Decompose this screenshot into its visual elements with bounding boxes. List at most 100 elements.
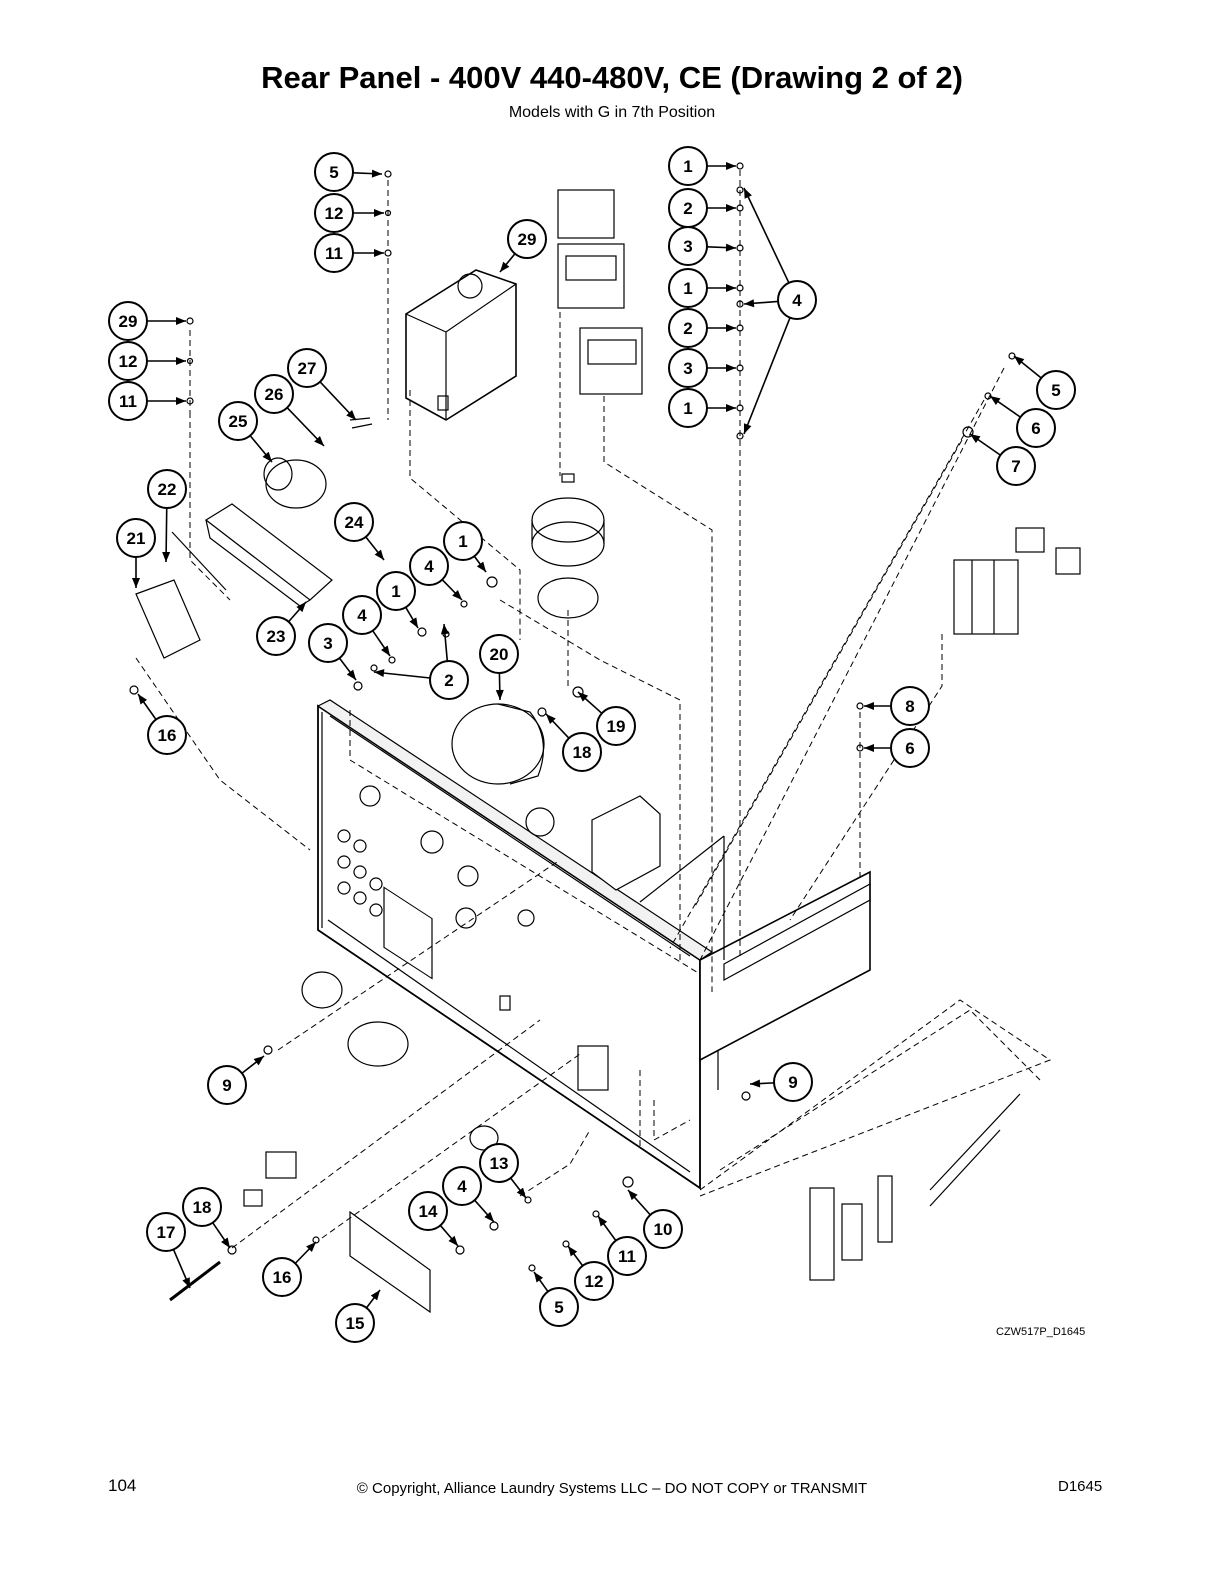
callout-arrowhead [440,624,449,635]
callout-11: 11 [597,1215,647,1276]
callout-balloon [890,728,930,768]
callout-arrowhead [409,617,418,628]
callout-number: 5 [554,1298,563,1317]
callout-arrowhead [162,551,171,562]
callout-arrowhead [253,1056,264,1066]
callout-number: 15 [346,1314,365,1333]
callout-number: 18 [193,1198,212,1217]
callout-arrowhead [484,1211,494,1222]
callout-arrowhead [500,261,510,272]
callout-1: 1 [376,571,419,629]
callout-balloon [777,280,817,320]
callout-arrowhead [516,1187,526,1198]
callout-6: 6 [989,395,1056,448]
callout-balloon [308,623,348,663]
dashed-leader-lines [135,170,1052,1249]
callout-balloon [562,732,602,772]
callout-arrowhead [176,397,186,405]
callout-balloon [539,1287,579,1327]
callout-balloon [668,268,708,308]
callout-arrowhead [346,409,356,420]
callout-arrowhead [864,702,874,710]
callout-9: 9 [749,1062,813,1102]
cable-gland [301,971,499,1151]
callout-balloon [314,193,354,233]
callout-18: 18 [545,713,602,772]
callout-number: 24 [345,513,364,532]
callout-balloon [479,634,519,674]
callout-arrowhead [578,692,589,702]
callout-balloon [254,374,294,414]
callout-arrowhead [138,694,148,705]
callout-26: 26 [254,374,325,447]
callout-19: 19 [577,691,636,746]
callout-arrowhead [750,1079,761,1088]
callout-arrowhead [448,1235,458,1246]
callout-balloon [108,301,148,341]
callout-21: 21 [116,518,156,588]
callout-11: 11 [108,381,186,421]
callout-number: 1 [683,399,692,418]
callout-leader [743,317,791,435]
callout-number: 12 [325,204,344,223]
callout-arrowhead [726,284,736,292]
callout-balloon [773,1062,813,1102]
callout-balloon [146,1212,186,1252]
callout-4: 4 [743,187,817,435]
callout-number: 12 [585,1272,604,1291]
callout-10: 10 [627,1189,683,1249]
callout-balloon [409,546,449,586]
callout-arrowhead [262,451,272,462]
callout-balloon [334,502,374,542]
callout-7: 7 [969,433,1036,486]
callout-number: 5 [1051,381,1060,400]
callout-number: 2 [444,671,453,690]
callout-22: 22 [147,469,187,563]
rod-17 [169,1260,221,1302]
callout-arrowhead [628,1190,638,1201]
callout-number: 1 [683,279,692,298]
callout-3: 3 [308,623,357,681]
callout-arrowhead [568,1246,578,1257]
callout-balloon [218,401,258,441]
callout-13: 13 [479,1143,527,1199]
part-drawings [129,162,1081,1314]
callout-29: 29 [108,301,186,341]
sensor-assembly [809,1093,1021,1281]
callout-number: 1 [683,157,692,176]
callout-arrowhead [726,204,736,212]
callout-balloon [668,388,708,428]
callout-arrowhead [598,1216,608,1227]
callout-balloon [262,1257,302,1297]
callout-arrowhead [374,249,384,257]
callout-15: 15 [335,1289,381,1343]
callout-1: 1 [668,268,736,308]
callout-9: 9 [207,1055,265,1105]
callout-balloon [147,715,187,755]
callout-number: 26 [265,385,284,404]
callout-balloon [108,381,148,421]
callout-number: 4 [357,606,367,625]
callout-balloon [574,1261,614,1301]
callout-balloon [596,706,636,746]
callout-number: 22 [158,480,177,499]
callout-arrowhead [726,364,736,372]
callout-arrowhead [306,1242,316,1252]
switch-lower [243,1151,297,1207]
callout-number: 18 [573,743,592,762]
callout-arrowhead [546,714,556,725]
footer-document-id: D1645 [1058,1478,1103,1495]
callout-arrowhead [452,590,462,600]
callout-17: 17 [146,1212,191,1289]
callout-number: 3 [683,237,692,256]
callout-14: 14 [408,1191,459,1247]
callout-number: 27 [298,359,317,378]
callout-number: 29 [119,312,138,331]
callout-16: 16 [262,1241,317,1297]
callout-balloon [1016,408,1056,448]
callout-arrowhead [296,602,306,613]
callout-number: 2 [683,199,692,218]
callout-number: 3 [323,634,332,653]
callout-11: 11 [314,233,384,273]
callout-number: 16 [273,1268,292,1287]
